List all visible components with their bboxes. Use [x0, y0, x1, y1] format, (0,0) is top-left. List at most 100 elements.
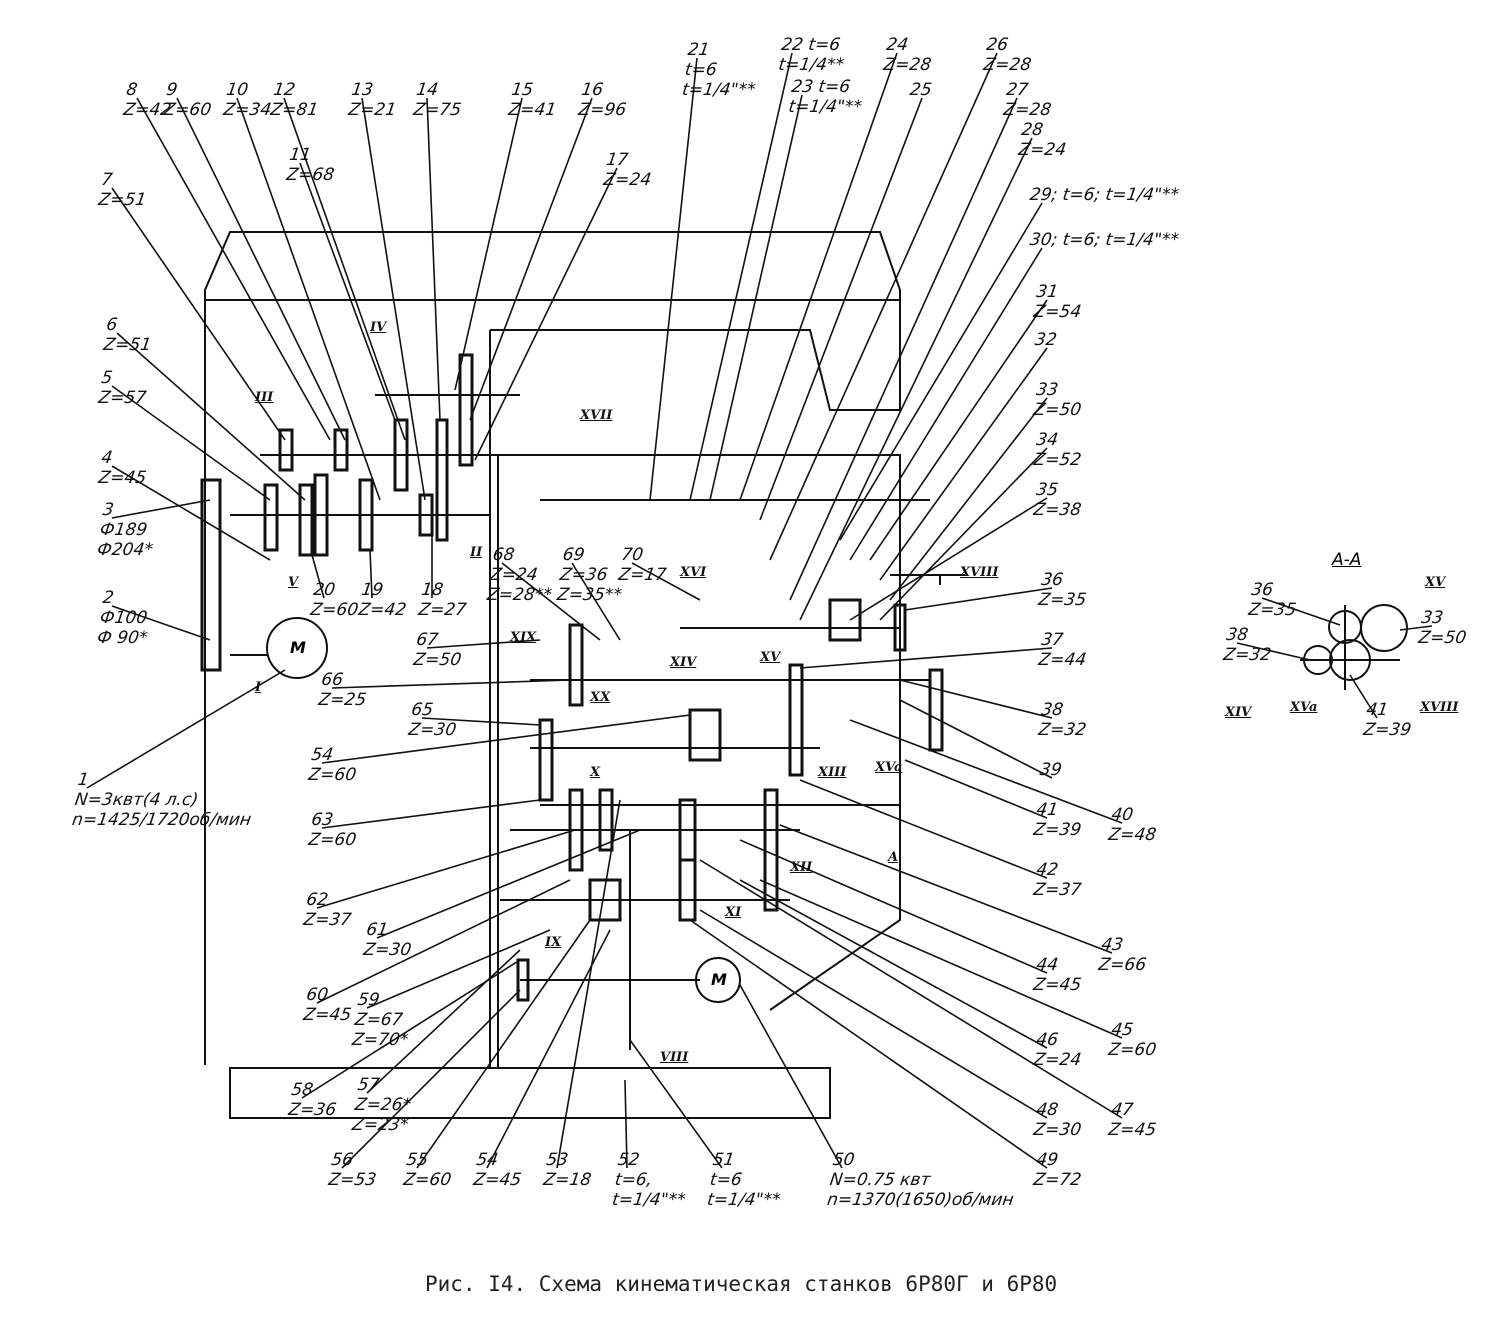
part-label-l20: 20 Z=60	[309, 580, 360, 620]
part-label-l37: 37 Z=44	[1037, 630, 1088, 670]
part-label-l48: 48 Z=30	[1032, 1100, 1083, 1140]
leader-line	[629, 1039, 723, 1169]
part-label-l13: 13 Z=21	[347, 80, 398, 120]
leader-line	[699, 909, 1048, 1119]
shaft-label-XVa: XVa	[875, 760, 903, 775]
leader-line	[116, 332, 306, 501]
part-label-aa38: 38 Z=32	[1222, 625, 1273, 665]
leader-line	[849, 497, 1048, 621]
leader-line	[759, 879, 1123, 1039]
part-label-l32: 32	[1033, 330, 1059, 350]
shaft-label-aaXIV: XIV	[1225, 705, 1252, 720]
part-label-l22: 22 t=6 t=1/4**	[777, 35, 846, 75]
part-label-l44: 44 Z=45	[1032, 955, 1083, 995]
leader-line	[739, 52, 898, 501]
leader-line	[501, 562, 601, 641]
shaft-label-II: II	[470, 545, 483, 560]
shafts	[230, 394, 965, 1050]
part-label-l29: 29; t=6; t=1/4"**	[1028, 185, 1181, 205]
part-label-aa33: 33 Z=50	[1417, 608, 1468, 648]
leader-line	[689, 919, 1048, 1169]
machine-frame	[204, 231, 901, 1119]
shaft-label-III: III	[255, 390, 274, 405]
part-label-l23: 23 t=6 t=1/4"**	[787, 77, 864, 117]
part-label-l34: 34 Z=52	[1032, 430, 1083, 470]
part-label-l17: 17 Z=24	[602, 150, 653, 190]
leader-line	[709, 94, 803, 501]
shaft-label-I: I	[255, 680, 262, 695]
leader-line	[799, 137, 1033, 621]
leader-line	[1349, 674, 1378, 719]
part-label-l45: 45 Z=60	[1107, 1020, 1158, 1060]
part-label-l15: 15 Z=41	[507, 80, 558, 120]
leader-line	[789, 97, 1018, 601]
leader-line	[369, 549, 373, 599]
leader-line	[769, 52, 998, 561]
leader-line	[316, 829, 576, 909]
section-title: A-A	[1332, 550, 1362, 570]
shaft-label-XV: XV	[760, 650, 781, 665]
shaft-label-IX: IX	[545, 935, 562, 950]
part-label-l9: 9 Z=60	[162, 80, 213, 120]
leader-line	[869, 299, 1048, 561]
leader-lines	[86, 52, 1433, 1169]
part-label-l19: 19 Z=42	[357, 580, 408, 620]
part-label-l42: 42 Z=37	[1032, 860, 1083, 900]
part-label-l2: 2 Ф100 Ф 90*	[95, 588, 149, 648]
part-label-l55: 55 Z=60	[402, 1150, 453, 1190]
part-label-l21: 21 t=6 t=1/4"**	[680, 40, 757, 100]
shaft-label-X: X	[590, 765, 601, 780]
part-label-l25: 25	[908, 80, 934, 100]
part-label-l62: 62 Z=37	[302, 890, 353, 930]
leader-line	[799, 779, 1048, 879]
leader-line	[421, 717, 541, 726]
shaft-label-XIV: XIV	[670, 655, 697, 670]
part-label-l26: 26 Z=28	[982, 35, 1033, 75]
part-label-aa36: 36 Z=35	[1247, 580, 1298, 620]
shaft-label-XIX: XIX	[510, 630, 537, 645]
part-label-l64: 54 Z=60	[307, 745, 358, 785]
part-label-l1: 1 N=3квт(4 л.с) n=1425/1720об/мин	[70, 770, 253, 830]
leader-line	[366, 949, 521, 1094]
leader-line	[556, 799, 621, 1169]
part-label-l52: 52 t=6, t=1/4"**	[610, 1150, 687, 1210]
part-label-l56: 56 Z=53	[327, 1150, 378, 1190]
section-a-a	[1300, 604, 1408, 690]
leader-line	[899, 699, 1053, 779]
leader-line	[889, 397, 1048, 601]
part-label-l70: 70 Z=17	[617, 545, 668, 585]
leader-line	[236, 97, 381, 501]
leader-line	[299, 162, 396, 421]
part-label-l68: 68 Z=24 Z=28**	[485, 545, 554, 605]
motors	[242, 617, 741, 1003]
part-label-l53: 53 Z=18	[542, 1150, 593, 1190]
leader-line	[1399, 625, 1433, 631]
leader-line	[699, 859, 1123, 1119]
part-label-l27: 27 Z=28	[1002, 80, 1053, 120]
shaft-label-IV: IV	[370, 320, 387, 335]
leader-line	[839, 202, 1043, 541]
part-label-l65: 65 Z=30	[407, 700, 458, 740]
part-label-l36: 36 Z=35	[1037, 570, 1088, 610]
leader-line	[649, 57, 698, 501]
part-label-l3: 3 Ф189 Ф204*	[95, 500, 155, 560]
shaft-label-XIII: XIII	[818, 765, 847, 780]
part-label-l10: 10 Z=34	[222, 80, 273, 120]
leader-line	[1261, 597, 1341, 626]
leader-line	[1236, 642, 1311, 661]
part-label-l30: 30; t=6; t=1/4"**	[1028, 230, 1181, 250]
part-label-l14: 14 Z=75	[412, 80, 463, 120]
part-label-l39: 39	[1038, 760, 1064, 780]
feed-motor-symbol: M	[711, 970, 727, 989]
part-label-l46: 46 Z=24	[1032, 1030, 1083, 1070]
figure-caption: Рис. I4. Схема кинематическая станков 6Р…	[425, 1272, 1058, 1296]
leader-line	[474, 167, 618, 461]
shaft-label-XVII: XVII	[580, 408, 613, 423]
part-label-aa41: 41 Z=39	[1362, 700, 1413, 740]
leader-line	[624, 1079, 628, 1169]
leader-line	[739, 839, 1048, 974]
part-label-l41: 41 Z=39	[1032, 800, 1083, 840]
shaft-label-XVI: XVI	[680, 565, 707, 580]
part-label-l16: 16 Z=96	[577, 80, 628, 120]
